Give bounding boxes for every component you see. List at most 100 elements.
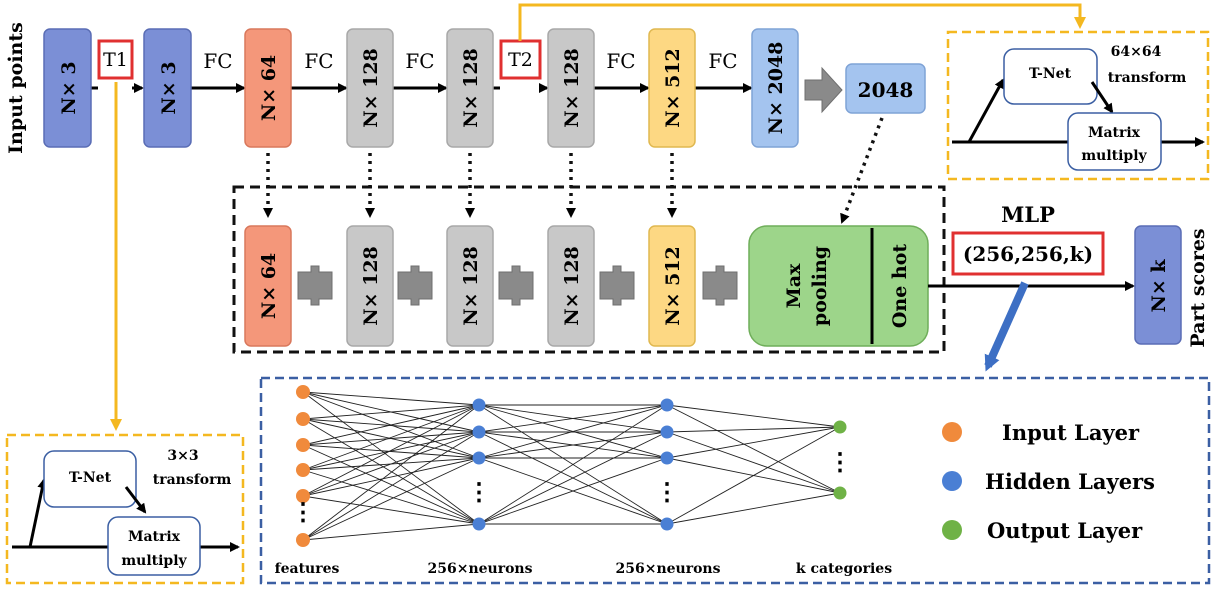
nn-edge [302,404,480,497]
block-input-n3-label: N× 3 [58,61,80,114]
block-nk: N× k [1134,225,1182,345]
nn-edge [302,418,480,433]
nn-node-hidden-2 [660,398,674,412]
t1-label: T1 [103,49,128,71]
block-input-n3: N× 3 [43,28,92,148]
fc-label-1: FC [203,49,232,73]
mlp-params: (256,256,k) [963,242,1093,266]
caption-hidden-1: 256×neurons [428,561,533,577]
caption-features: features [275,561,340,577]
mlp-zoom-arrow [984,281,1029,372]
fc-label-3: FC [405,49,434,73]
nn-node-input [296,463,310,477]
t2-connector [518,3,1086,41]
block-n128-b: N× 128 [446,28,494,148]
nn-edge [302,404,480,420]
nn-edge [478,404,668,525]
bottom-block-n64: N× 64 [244,225,292,347]
t1-box: T1 [97,39,134,80]
pooling-label: pooling [809,246,831,326]
neural-net-nodes [296,385,847,547]
nn-edge [666,431,841,494]
legend: Input Layer Hidden Layers Output Layer [942,420,1155,543]
nn-node-hidden-1 [472,451,486,465]
global-feature-box: 2048 [845,63,926,114]
tnet-3-panel: T-Net 3×3 transform Matrix multiply [5,433,245,585]
nn-node-input [296,385,310,399]
nn-edge [302,444,480,525]
nn-edge [302,469,480,525]
tnet-3-matrix-1: Matrix [128,529,181,545]
nn-edge [302,444,480,459]
nn-edge [478,431,668,525]
bottom-block-n512: N× 512 [648,225,696,347]
block-n2048-label: N× 2048 [765,42,787,135]
fc-label-2: FC [304,49,333,73]
nn-node-input [296,438,310,452]
gray-arrow-icon [804,66,843,114]
tnet-3-matrix-2: multiply [121,553,187,569]
mlp-box [951,231,1105,276]
nn-edge [302,391,480,406]
block-n128-b-label: N× 128 [460,48,482,128]
block-n128-c: N× 128 [547,28,595,148]
nn-edge [666,426,841,459]
nn-edge [302,495,480,525]
neural-net-edges [302,391,841,541]
nn-edge [666,404,841,494]
plus-icon [498,265,534,306]
plus-icon [397,265,433,306]
nn-edge [302,404,480,446]
legend-input-label: Input Layer [1002,420,1140,445]
block-n128-a: N× 128 [346,28,394,148]
global-feature-label: 2048 [858,78,914,102]
max-pool-block: Max pooling One hot [748,225,929,347]
nn-dots-output: ⋮ [828,447,852,476]
skip-connections [263,117,884,224]
nn-dots-hidden-1: ⋮ [467,477,491,506]
tnet-64-box [1003,48,1098,105]
nn-edge [302,431,480,497]
nn-node-hidden-2 [660,517,674,531]
block-n2048: N× 2048 [751,28,799,148]
nn-node-hidden-1 [472,517,486,531]
nn-edge [666,492,841,525]
bottom-block-n128-a-label: N× 128 [360,246,382,326]
block-n512-label: N× 512 [662,48,684,128]
nn-edge [666,426,841,525]
bottom-block-n128-b-label: N× 128 [460,246,482,326]
nn-dots-hidden-2: ⋮ [655,477,679,506]
bottom-block-n64-label: N× 64 [258,253,280,319]
nn-edge [302,431,480,446]
nn-edge [302,404,480,471]
nn-node-hidden-1 [472,398,486,412]
block-nk-label: N× k [1148,259,1170,313]
tnet-3-transform-2: transform [153,472,232,488]
concat-icons [297,265,738,306]
tnet-3-matrix-box [107,516,201,576]
nn-edge [302,404,480,541]
bottom-block-n128-c-label: N× 128 [561,246,583,326]
nn-edge [666,404,841,428]
block-n128-a-label: N× 128 [360,48,382,128]
tnet-64-matrix-box [1067,112,1162,171]
nn-node-input [296,412,310,426]
nn-node-hidden-2 [660,425,674,439]
tnet-64-transform-2: transform [1108,70,1187,86]
plus-icon [702,265,738,306]
plus-icon [599,265,635,306]
nn-edge [302,457,480,541]
nn-node-input [296,489,310,503]
plus-icon [297,265,333,306]
nn-edge [302,391,480,525]
part-scores-label: Part scores [1187,228,1209,347]
one-hot-label: One hot [889,244,911,329]
nn-edge [302,418,480,525]
block-n512: N× 512 [648,28,696,148]
nn-node-hidden-2 [660,451,674,465]
bottom-block-n128-a: N× 128 [346,225,394,347]
tnet-64-panel: T-Net 64×64 transform Matrix multiply [946,30,1210,181]
nn-edge [478,457,668,525]
segmentation-panel [232,185,946,354]
